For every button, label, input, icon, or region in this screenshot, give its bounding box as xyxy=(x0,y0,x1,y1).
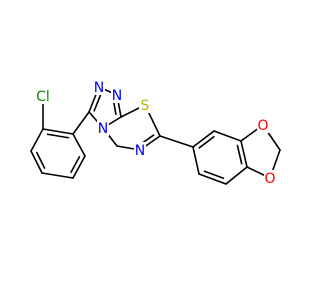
bond-b5-b6-double xyxy=(203,170,225,180)
atom-label-background xyxy=(134,142,146,158)
atom-label-background xyxy=(139,97,151,113)
oxygen-atom-label: O xyxy=(264,171,275,187)
bond-c3-c1p xyxy=(72,111,90,135)
bond-b2-b3 xyxy=(213,130,242,142)
bond-c3-n1-double xyxy=(93,92,102,112)
nitrogen-atom-label: N xyxy=(135,143,145,159)
bond-c3p-c4p xyxy=(30,150,43,174)
bond-c6-b1 xyxy=(159,135,194,148)
bond-b4-b5 xyxy=(225,166,248,185)
atom-label-background xyxy=(33,88,53,104)
bond-c5p-c6p-double xyxy=(70,156,81,174)
nitrogen-atom-label: N xyxy=(112,88,122,104)
bond-b1-b2-double xyxy=(198,135,215,149)
chlorine-atom-label: Cl xyxy=(36,89,50,105)
bond-b1-b2 xyxy=(192,130,215,148)
atom-label-background xyxy=(257,117,269,133)
bond-c1p-c2p xyxy=(42,128,74,135)
nitrogen-atom-label: N xyxy=(94,80,104,96)
bond-b5-b6 xyxy=(198,173,227,185)
bond-b3-b4 xyxy=(240,140,248,168)
atom-label-background xyxy=(97,120,109,136)
oxygen-atom-label: O xyxy=(257,118,268,134)
atom-label-background xyxy=(264,170,276,186)
bond-c1p-c2p-double xyxy=(46,133,70,139)
bond-b3-b4-double xyxy=(236,144,243,165)
bond-c5p-c6p xyxy=(72,155,86,179)
atom-label-background xyxy=(93,79,105,95)
bond-c3p-c4p-double xyxy=(36,151,46,169)
bond-c2p-c3p xyxy=(30,128,44,152)
bond-b6-b1 xyxy=(192,146,200,175)
atom-label-background xyxy=(111,87,123,103)
bond-layer xyxy=(30,86,281,185)
bond-c6p-c1p xyxy=(72,133,86,157)
bond-c4p-c5p xyxy=(41,172,74,179)
sulfur-atom-label: S xyxy=(141,98,150,114)
nitrogen-atom-label: N xyxy=(98,121,108,137)
